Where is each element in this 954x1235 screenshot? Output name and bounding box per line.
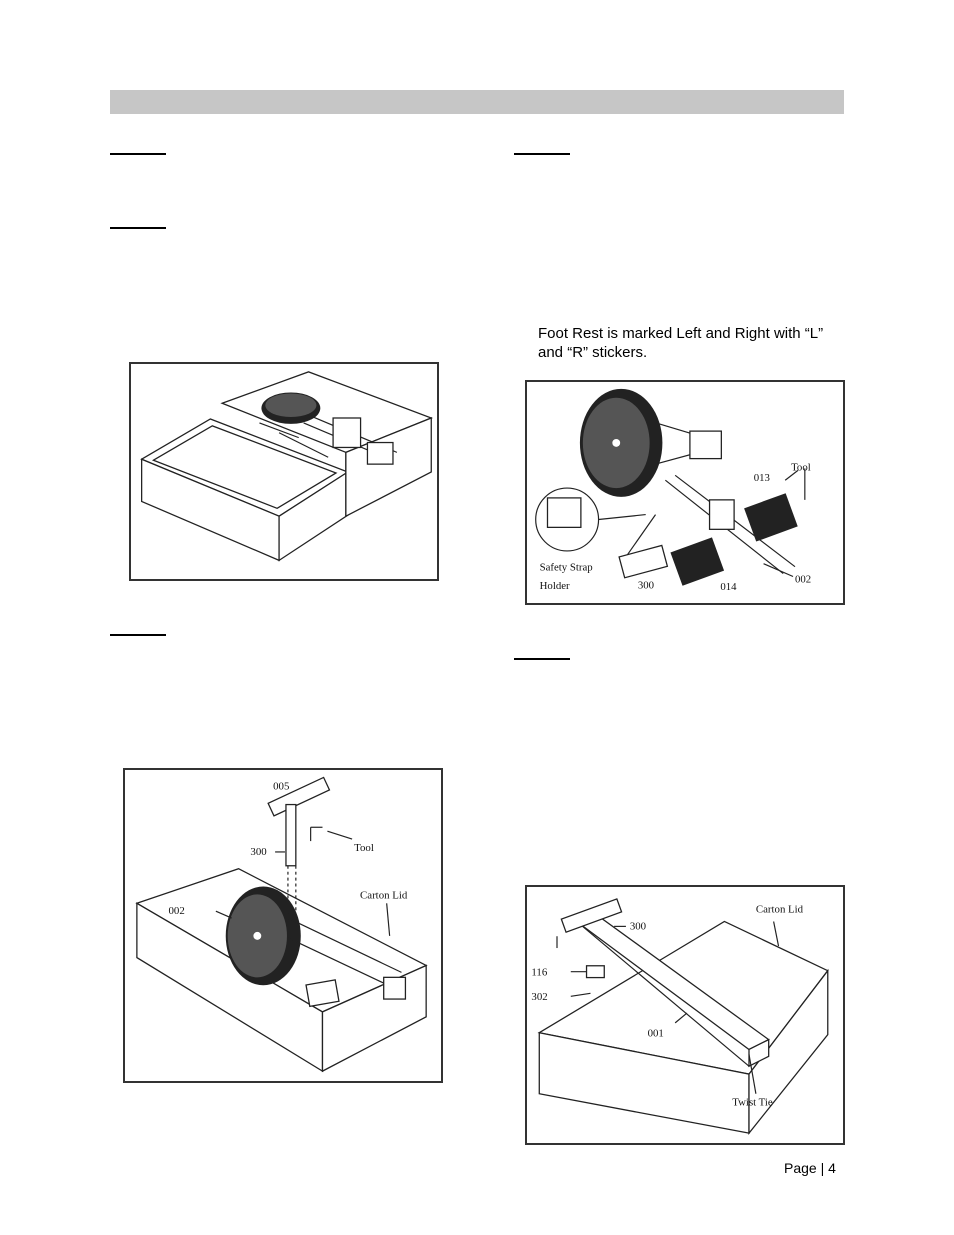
step-heading-rule <box>110 227 166 229</box>
page-number: Page | 4 <box>784 1160 836 1176</box>
section-header-bar <box>110 90 844 114</box>
label-300: 300 <box>250 846 267 858</box>
label-300: 300 <box>638 579 654 591</box>
monitor-arm-illustration: 005 300 Tool Carton Lid 002 <box>135 776 428 1073</box>
label-014: 014 <box>720 581 737 593</box>
note-line-1: Foot Rest is marked Left and Right with … <box>538 325 824 342</box>
step-heading-rule <box>110 153 166 155</box>
label-tool: Tool <box>791 461 811 473</box>
carton-illustration <box>140 371 434 562</box>
label-116: 116 <box>531 967 547 979</box>
label-302: 302 <box>531 991 547 1003</box>
label-holder-line2: Holder <box>540 580 570 592</box>
figure-unpacking-carton <box>129 362 439 581</box>
label-carton-lid: Carton Lid <box>756 904 804 916</box>
label-300: 300 <box>630 920 646 932</box>
step-heading-rule <box>514 153 570 155</box>
foot-rest-note: Foot Rest is marked Left and Right with … <box>538 324 868 362</box>
foot-rest-illustration: Safety Strap Holder 013 Tool 300 014 002 <box>535 388 811 593</box>
label-002: 002 <box>168 905 184 917</box>
step-heading-rule <box>514 658 570 660</box>
figure-foot-rest: Safety Strap Holder 013 Tool 300 014 002 <box>525 380 845 605</box>
label-001: 001 <box>648 1028 664 1040</box>
rail-illustration: Carton Lid 300 116 302 001 Twist Tie <box>531 898 829 1135</box>
label-tool: Tool <box>354 842 374 854</box>
label-005: 005 <box>273 781 289 793</box>
figure-rail: Carton Lid 300 116 302 001 Twist Tie <box>525 885 845 1145</box>
step-heading-rule <box>110 634 166 636</box>
figure-monitor-arm: 005 300 Tool Carton Lid 002 <box>123 768 443 1083</box>
label-002: 002 <box>795 573 811 585</box>
label-twist-tie: Twist Tie <box>732 1097 773 1109</box>
label-013: 013 <box>754 472 770 484</box>
label-carton-lid: Carton Lid <box>360 889 408 901</box>
note-line-2: and “R” stickers. <box>538 344 648 361</box>
label-holder-line1: Safety Strap <box>540 562 593 574</box>
